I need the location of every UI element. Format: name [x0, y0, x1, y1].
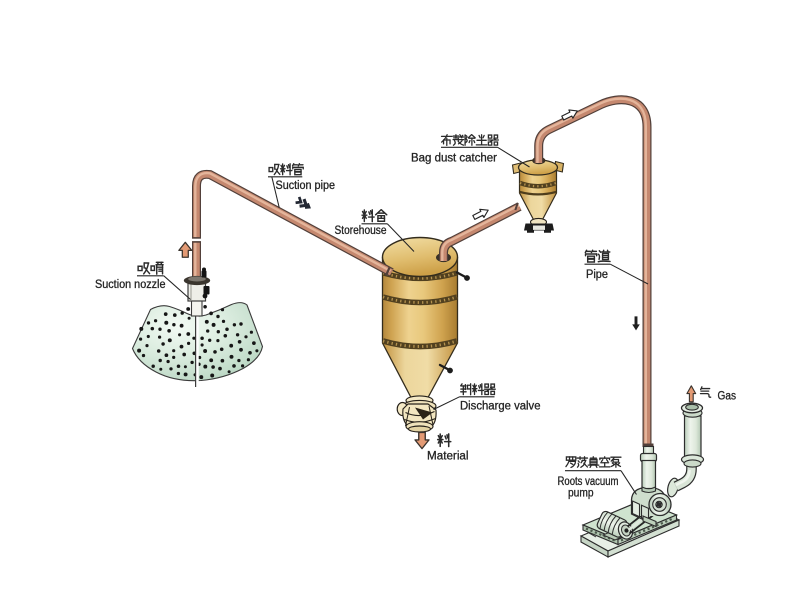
- svg-text:Bag dust catcher: Bag dust catcher: [411, 152, 497, 164]
- svg-text:Pipe: Pipe: [586, 269, 608, 281]
- svg-text:Gas: Gas: [718, 391, 737, 403]
- svg-text:pump: pump: [568, 488, 594, 500]
- svg-text:Discharge valve: Discharge valve: [460, 401, 541, 413]
- svg-text:Storehouse: Storehouse: [335, 225, 387, 237]
- svg-text:Roots vacuum: Roots vacuum: [558, 476, 619, 488]
- svg-text:Suction nozzle: Suction nozzle: [95, 279, 166, 291]
- svg-text:Suction pipe: Suction pipe: [276, 180, 336, 192]
- svg-text:Material: Material: [427, 451, 469, 463]
